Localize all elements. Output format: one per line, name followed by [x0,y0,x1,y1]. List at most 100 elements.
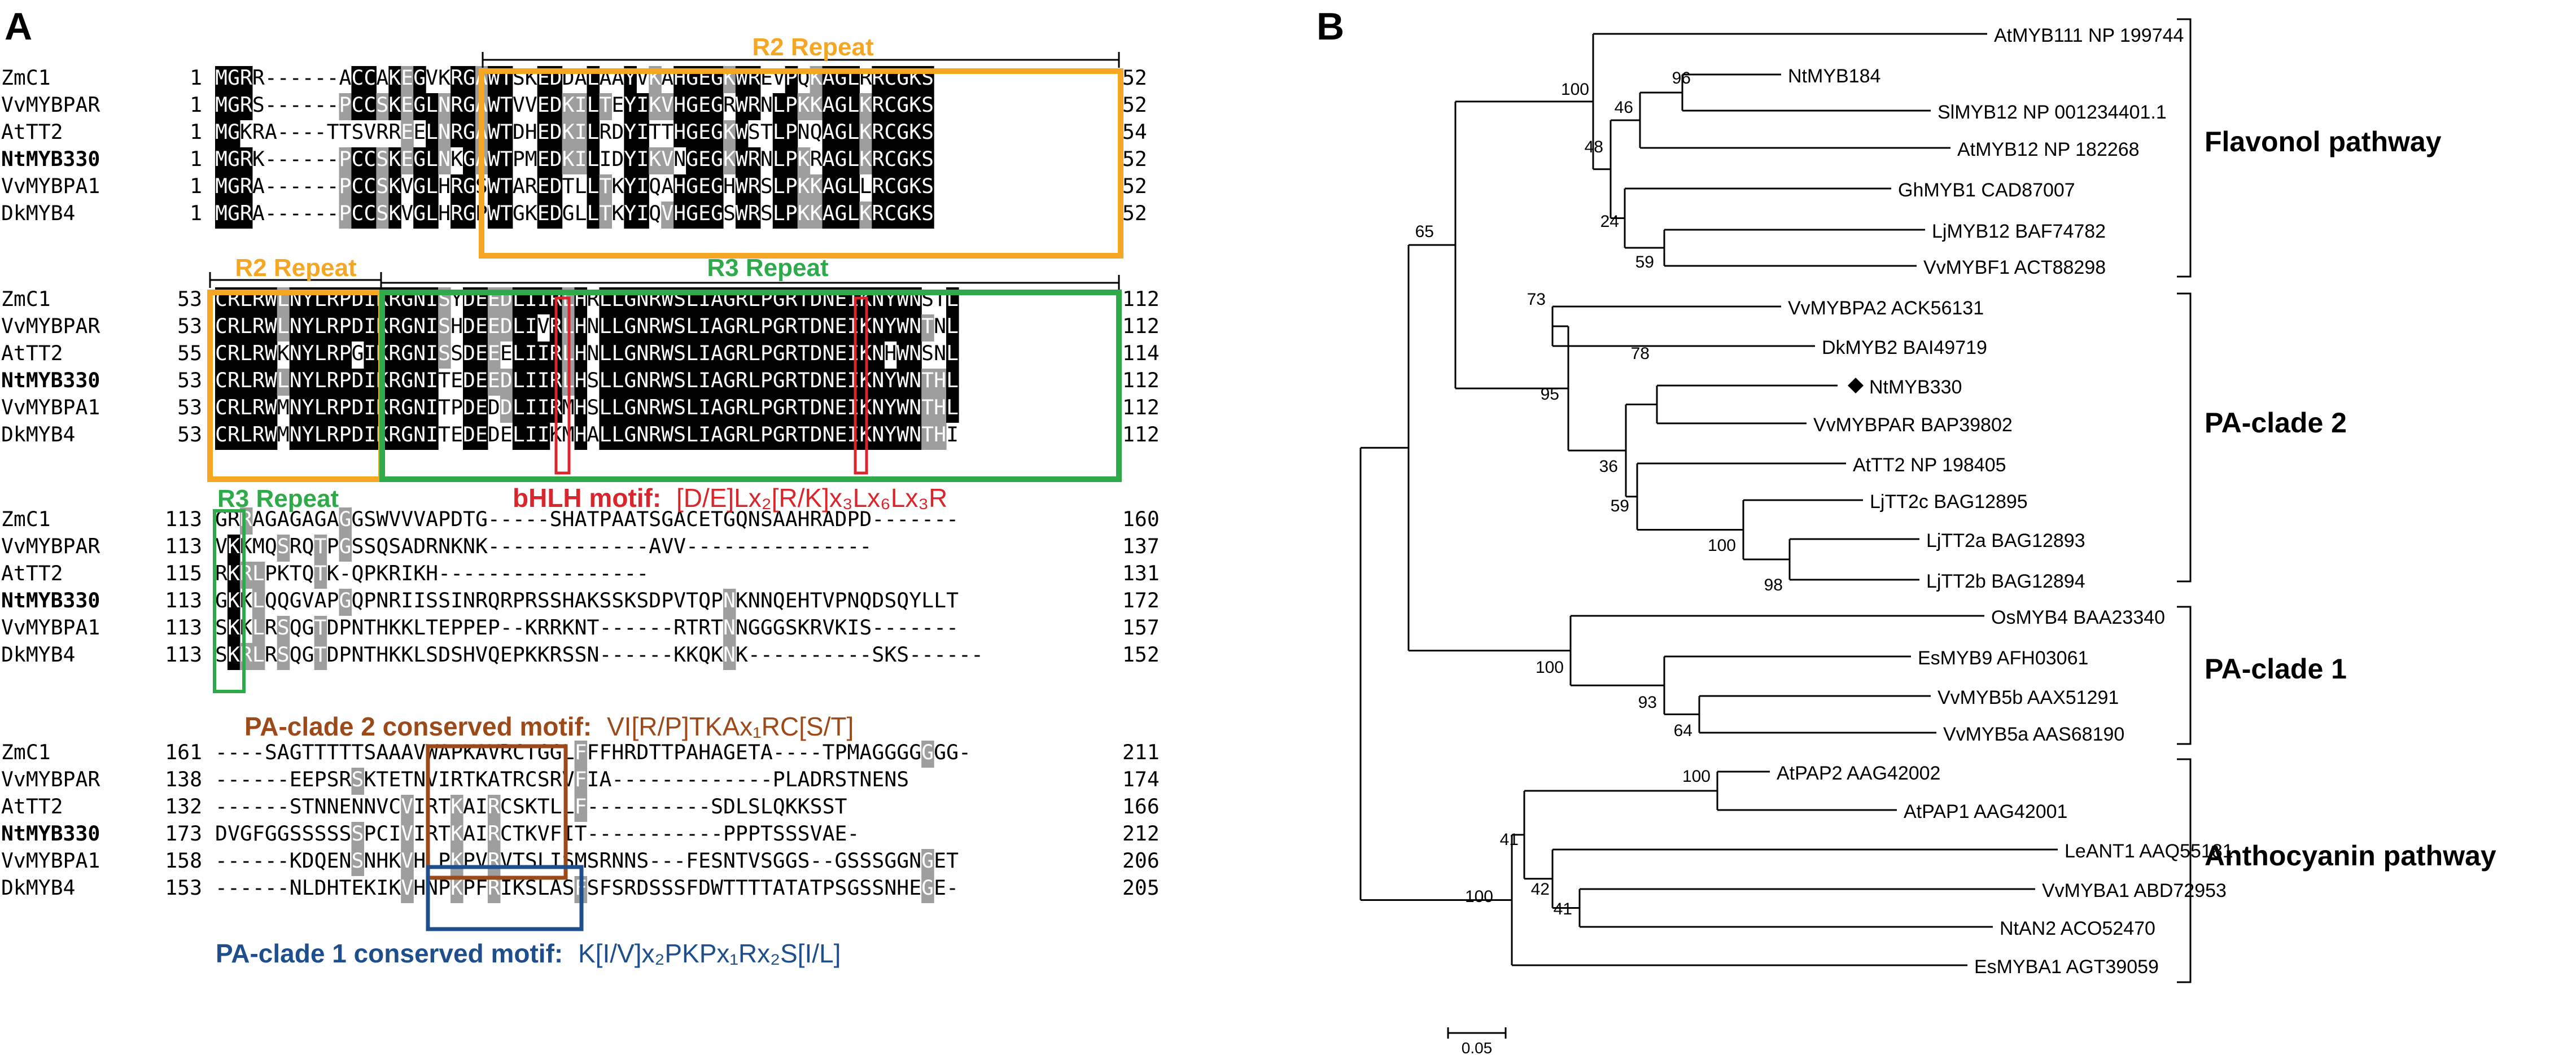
conserved-shade [884,202,897,229]
residue: Q [277,588,290,612]
conserved-shade [909,342,922,369]
conserved-shade [686,147,699,174]
residue: V [413,740,426,764]
conserved-shade [698,120,711,147]
residue: E [934,848,946,873]
residue: N [847,588,859,612]
residue: F [575,767,587,791]
residue: - [649,821,661,846]
residue: R [388,588,401,612]
residue: S [562,642,575,667]
residue: - [599,821,611,846]
residue: S [215,615,228,640]
residue: N [636,422,649,446]
conserved-shade [822,93,836,120]
conserved-shade [364,66,377,93]
residue: I [438,767,451,791]
residue: V [525,93,537,117]
residue: L [686,395,698,419]
residue: G [896,201,909,225]
residue: G [896,120,909,144]
residue: - [562,561,575,585]
residue: K [785,794,798,818]
residue: L [921,588,934,612]
residue: N [723,848,736,873]
residue: I [537,341,550,365]
conserved-shade [289,396,303,423]
residue: E [698,174,711,198]
residue: - [587,794,600,818]
residue: G [413,174,426,198]
residue: - [934,642,946,667]
conserved-shade [463,369,476,396]
residue: R [537,615,550,640]
residue: R [785,395,798,419]
residue: - [228,848,240,873]
conserved-shade [909,369,922,396]
residue: R [265,615,277,640]
residue: F [686,848,698,873]
residue: E [698,848,711,873]
residue: R [475,588,488,612]
residue: I [413,821,426,846]
residue: V [302,588,314,612]
conserved-shade [673,342,686,369]
residue: I [847,395,859,419]
conserved-shade [735,314,749,342]
conserved-shade [772,147,786,174]
residue: K [277,341,290,365]
conserved-shade [785,342,798,369]
residue: T [711,615,723,640]
residue: S [364,740,376,764]
residue: G [773,368,785,392]
conserved-shade [735,93,749,120]
sequence-start-position: 115 [165,561,202,585]
residue: R [872,120,884,144]
residue: L [252,588,265,612]
residue: R [723,93,736,117]
conserved-shade [289,342,303,369]
residue: Q [698,642,711,667]
residue: Y [624,120,636,144]
sequence-end-position: 205 [1122,875,1160,900]
conserved-shade [872,120,885,147]
residue: K [228,615,240,640]
residue: K [388,174,401,198]
residue: K [649,93,661,117]
residue: T [575,821,587,846]
residue: V [475,848,488,873]
residue: T [723,875,736,900]
r3-repeat-label-2: R3 Repeat [217,485,339,513]
residue: T [798,422,810,446]
residue: - [673,794,686,818]
residue: I [847,314,859,338]
conserved-shade [872,369,885,396]
clade-bracket [2177,606,2192,745]
conserved-shade [673,202,686,229]
residue: P [760,341,773,365]
residue: T [364,615,376,640]
residue: G [773,422,785,446]
residue: D [463,314,475,338]
residue: - [611,642,624,667]
sequence-start-position: 113 [165,534,202,558]
conserved-shade [388,174,401,202]
residue: L [513,314,525,338]
residue: N [872,422,884,446]
residue: G [562,201,575,225]
residue: V [401,875,413,900]
residue: G [896,174,909,198]
conserved-shade [500,93,513,120]
conserved-shade [636,314,649,342]
sequence-start-position: 113 [165,588,202,612]
residue: - [500,534,513,558]
residue: G [401,314,413,338]
residue: - [636,534,649,558]
residue: - [884,615,896,640]
residue: T [463,507,475,531]
residue: E [401,65,413,90]
residue: V [537,821,550,846]
residue: R [252,368,265,392]
sequence-end-position: 112 [1122,368,1160,392]
residue: I [636,120,649,144]
